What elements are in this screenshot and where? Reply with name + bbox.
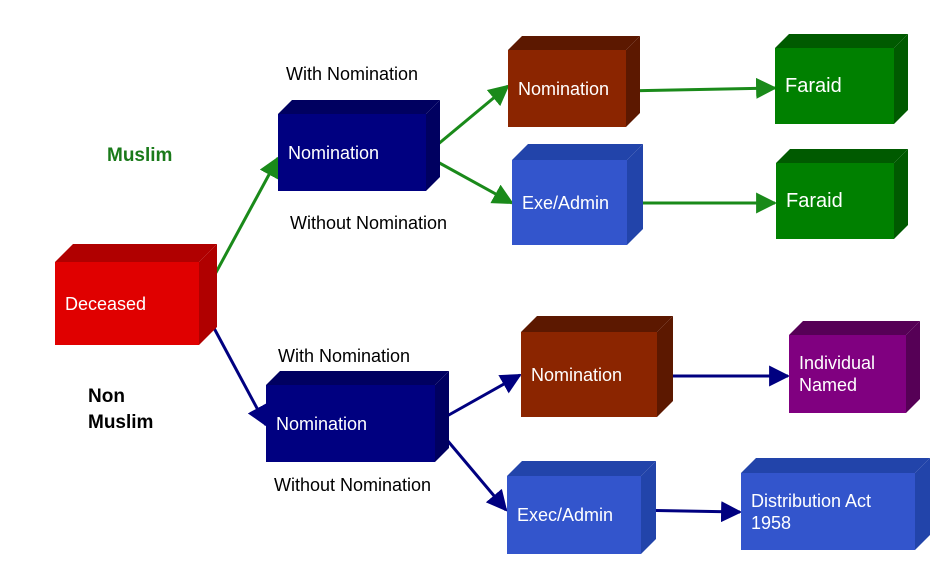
muslim-nomination-box: Nomination: [278, 100, 440, 191]
individual-named-box: Individual Named: [789, 321, 920, 413]
nonmuslim-nomination-label: Nomination: [276, 413, 368, 434]
muslim-nomination-label: Nomination: [288, 142, 380, 163]
nonmuslim-nomination-box: Nomination: [266, 371, 449, 462]
muslim-branch-exe-admin-box: Exe/Admin: [512, 144, 643, 245]
non-muslim-label-line1: Non: [88, 386, 125, 407]
muslim-branch-nomination-box: Nomination: [508, 36, 640, 127]
non-muslim-label: Non Muslim: [88, 384, 153, 436]
muslim-branch-exe-admin-label: Exe/Admin: [522, 192, 610, 213]
nonmuslim-without-nomination-label: Without Nomination: [274, 475, 432, 495]
faraid-1-label: Faraid: [785, 75, 842, 97]
deceased-box: Deceased: [55, 244, 217, 345]
deceased-label: Deceased: [65, 293, 147, 314]
muslim-without-nomination-label: Without Nomination: [290, 213, 448, 233]
distribution-act-label: Distribution Act 1958: [741, 473, 915, 550]
individual-named-line2: Named: [799, 375, 858, 395]
non-muslim-label-line2: Muslim: [88, 412, 154, 433]
arrow-nonmuslim-nomination-to-nomination: [446, 373, 522, 418]
muslim-with-nomination-label: With Nomination: [286, 64, 419, 84]
nonmuslim-branch-nomination-label: Nomination: [531, 364, 623, 385]
faraid-2-label: Faraid: [786, 190, 843, 212]
nonmuslim-branch-exec-admin-box: Exec/Admin: [507, 461, 656, 554]
faraid-2-box: Faraid: [776, 149, 908, 239]
individual-named-line1: Individual: [799, 353, 876, 373]
distribution-act-box: Distribution Act 1958: [741, 458, 930, 550]
distribution-act-line1: Distribution Act: [751, 490, 872, 511]
muslim-branch-nomination-label: Nomination: [518, 78, 610, 99]
arrow-nomination-to-faraid-1: [619, 77, 778, 99]
faraid-1-box: Faraid: [775, 34, 908, 124]
nonmuslim-branch-nomination-box: Nomination: [521, 316, 673, 417]
nonmuslim-branch-exec-admin-label: Exec/Admin: [517, 505, 614, 525]
muslim-label: Muslim: [107, 145, 173, 166]
nonmuslim-with-nomination-label: With Nomination: [278, 346, 411, 366]
arrow-nonmuslim-nomination-to-exec-admin: [445, 439, 508, 512]
distribution-act-line2: 1958: [751, 512, 792, 533]
individual-named-label: Individual Named: [789, 335, 906, 413]
